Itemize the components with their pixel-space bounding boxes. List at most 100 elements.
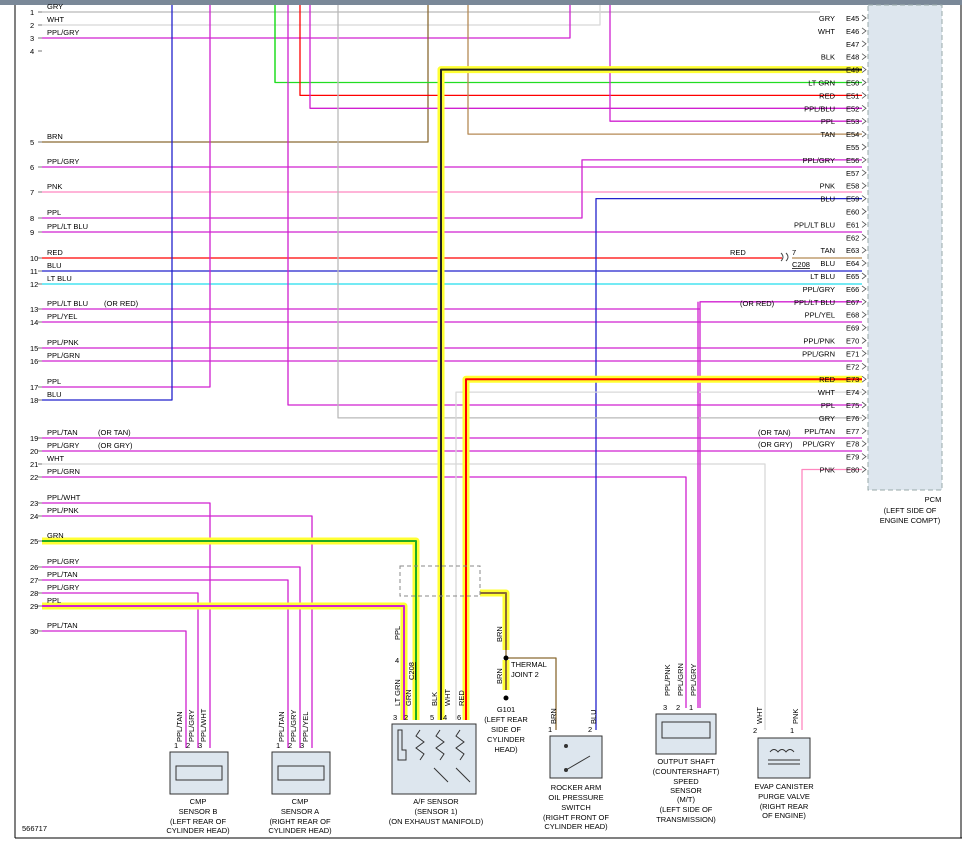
svg-text:2: 2 <box>404 713 408 722</box>
svg-text:2: 2 <box>753 726 757 735</box>
thermal-joint-label-2: JOINT 2 <box>511 670 539 679</box>
left-row-23: 23 <box>30 499 38 508</box>
left-row-30: 30 <box>30 627 38 636</box>
left-row-18: 18 <box>30 396 38 405</box>
af-title-2: (SENSOR 1) <box>415 807 458 816</box>
oss-pin-1-wire: PPL/GRY <box>689 664 698 696</box>
cmp-b-pin-2-wire: PPL/GRY <box>187 710 196 742</box>
pcm-pin-wire-label: PPL/BLU <box>804 104 835 113</box>
oss-title-4: SENSOR <box>670 786 702 795</box>
pcm-module: E45E46E47E48E49E50E51E52E53E54E55E56E57E… <box>846 4 943 525</box>
evap-location-2: OF ENGINE) <box>762 811 806 820</box>
pcm-pin-wire-label: WHT <box>818 27 835 36</box>
pcm-pin-wire-label: GRY <box>819 414 835 423</box>
svg-text:2: 2 <box>288 741 292 750</box>
pcm-pin-e50: E50 <box>846 79 859 88</box>
left-row-26: 26 <box>30 563 38 572</box>
pcm-pin-e53: E53 <box>846 117 859 126</box>
pcm-pin-e63: E63 <box>846 246 859 255</box>
svg-text:5: 5 <box>430 713 434 722</box>
pcm-pin-e52: E52 <box>846 104 859 113</box>
cmp-b-pin-1-wire: PPL/TAN <box>175 711 184 742</box>
pcm-pin-wire-label: PNK <box>820 466 835 475</box>
g101-location-2: SIDE OF <box>491 725 521 734</box>
left-row-28: 28 <box>30 589 38 598</box>
left-row-wire-label: PPL/TAN <box>47 621 78 630</box>
rocker-location: (RIGHT FRONT OF <box>543 813 609 822</box>
pcm-pin-e71: E71 <box>846 349 859 358</box>
pcm-pin-e56: E56 <box>846 156 859 165</box>
left-row-29: 29 <box>30 602 38 611</box>
c208-inline-connector: RED 7 C208 <box>730 248 810 269</box>
oss-pin-2-wire: PPL/GRN <box>676 663 685 696</box>
pcm-pin-e57: E57 <box>846 169 859 178</box>
left-row-10: 10 <box>30 254 38 263</box>
svg-text:4: 4 <box>443 713 447 722</box>
pcm-pin-wire-label: PPL/PNK <box>803 337 835 346</box>
cmp-b-location-2: CYLINDER HEAD) <box>166 826 230 835</box>
pcm-pin-e79: E79 <box>846 453 859 462</box>
pcm-pin-e68: E68 <box>846 311 859 320</box>
af-pin-4-wire: PPL <box>393 626 402 640</box>
left-row-11: 11 <box>30 267 38 276</box>
oss-title-5: (M/T) <box>677 795 695 804</box>
g101-location-4: HEAD) <box>494 745 518 754</box>
ground-wire-lower: BRN <box>495 668 504 684</box>
pcm-pin-wire-label: BLU <box>820 195 835 204</box>
pcm-pin-wire-label: PPL/GRY <box>803 285 835 294</box>
pcm-pin-wire-label: PPL <box>821 117 835 126</box>
pcm-pin-e72: E72 <box>846 362 859 371</box>
left-row-wire-label: PPL/GRY <box>47 157 79 166</box>
pcm-pin-wire-label: RED <box>819 375 835 384</box>
pcm-pin-wire-label: PPL/LT BLU <box>794 298 835 307</box>
g101-label: G101 <box>497 705 515 714</box>
left-row-wire-label: BLU <box>47 390 62 399</box>
pcm-pin-e60: E60 <box>846 208 859 217</box>
left-row-17: 17 <box>30 383 38 392</box>
cmp-b-title-2: SENSOR B <box>179 807 218 816</box>
svg-text:3: 3 <box>198 741 202 750</box>
svg-text:1: 1 <box>276 741 280 750</box>
pcm-pin-wire-label: GRY <box>819 14 835 23</box>
svg-text:3: 3 <box>300 741 304 750</box>
ground-wire-upper: BRN <box>495 626 504 642</box>
left-row-16: 16 <box>30 357 38 366</box>
oss-location-2: TRANSMISSION) <box>656 815 716 824</box>
left-row-21: 21 <box>30 460 38 469</box>
svg-text:2: 2 <box>588 725 592 734</box>
pcm-pin-e74: E74 <box>846 388 859 397</box>
cmp-a-pin-3-wire: PPL/YEL <box>301 712 310 742</box>
left-row-wire-label: PPL/YEL <box>47 312 77 321</box>
svg-text:1: 1 <box>548 725 552 734</box>
pcm-pin-e47: E47 <box>846 40 859 49</box>
pcm-pin-wire-label: PPL <box>821 401 835 410</box>
pcm-pin-wire-label: PPL/LT BLU <box>794 220 835 229</box>
evap-pin-2-wire: WHT <box>755 707 764 724</box>
left-row-wire-label: PPL/LT BLU <box>47 222 88 231</box>
pcm-pin-e73: E73 <box>846 375 859 384</box>
left-row-wire-label: PPL/PNK <box>47 506 79 515</box>
left-row-8: 8 <box>30 214 34 223</box>
left-row-wire-label: PPL/WHT <box>47 493 81 502</box>
left-row-22: 22 <box>30 473 38 482</box>
left-row-wire-label: PPL/LT BLU <box>47 299 88 308</box>
pcm-pin-e54: E54 <box>846 130 859 139</box>
cmp-a-title-2: SENSOR A <box>281 807 319 816</box>
c208-wire-label: RED <box>730 248 746 257</box>
left-row-15: 15 <box>30 344 38 353</box>
left-row-wire-label: PPL/TAN <box>47 428 78 437</box>
pcm-pin-e70: E70 <box>846 337 859 346</box>
g101-location-3: CYLINDER <box>487 735 526 744</box>
left-row-wire-label: PPL/GRY <box>47 28 79 37</box>
left-row-note: (OR TAN) <box>98 428 131 437</box>
left-row-wire-label: RED <box>47 248 63 257</box>
pcm-pin-e64: E64 <box>846 259 859 268</box>
rocker-location-2: CYLINDER HEAD) <box>544 822 608 831</box>
pcm-pin-e59: E59 <box>846 195 859 204</box>
left-row-3: 3 <box>30 34 34 43</box>
left-row-5: 5 <box>30 138 34 147</box>
left-row-wire-label: BRN <box>47 132 63 141</box>
